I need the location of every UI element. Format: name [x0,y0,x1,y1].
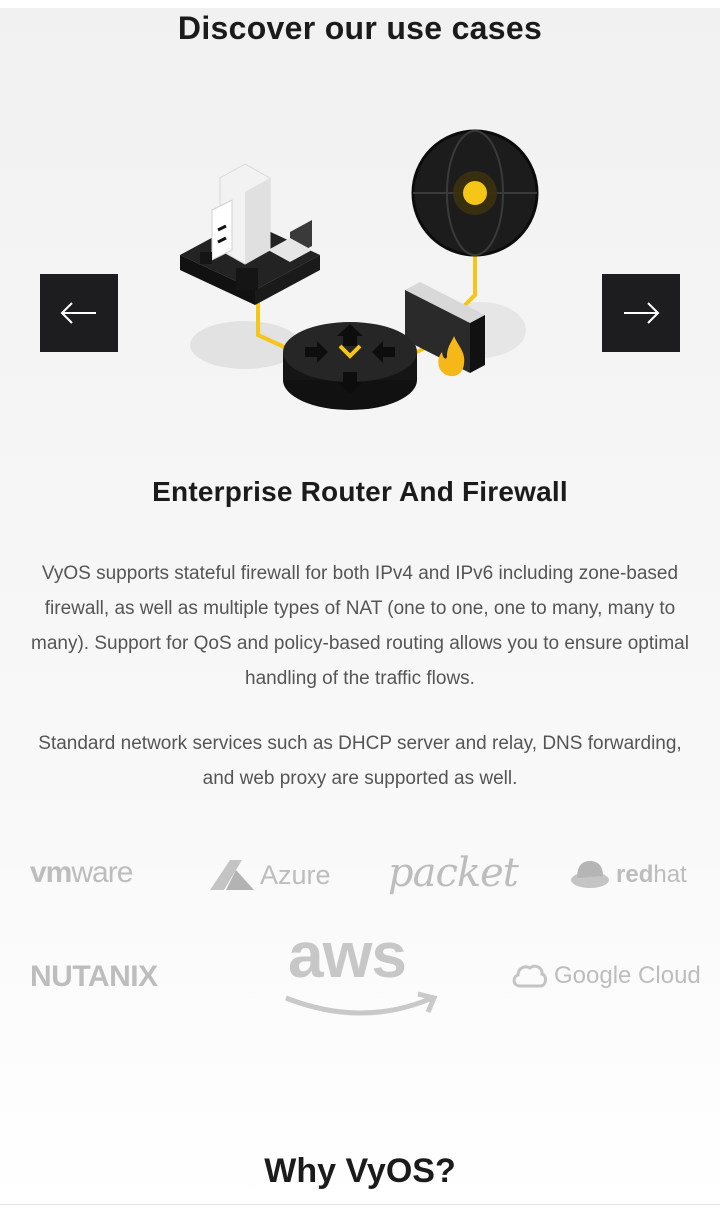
router-top [283,322,417,382]
office-box [200,252,212,264]
office-building-front [211,199,233,261]
azure-icon [210,860,254,890]
office-building-side [245,178,270,264]
office-platform-side [255,255,320,305]
google-cloud-icon [512,964,547,988]
building-window [217,224,227,232]
why-vyos-title: Why VyOS? [264,1152,456,1190]
vmware-logo-ware: ware [71,856,133,889]
cable [256,290,296,354]
firewall-top [405,282,485,323]
globe-core [463,181,487,205]
slide-title: Enterprise Router And Firewall [152,476,568,507]
nutanix-logo: NUTANIX [30,960,158,994]
slide-description-secondary: Standard network services such as DHCP s… [38,733,682,789]
bottom-divider [0,1204,720,1205]
azure-logo: Azure [210,858,331,892]
use-case-carousel [0,60,720,430]
slide-description: VyOS supports stateful firewall for both… [31,563,689,689]
router-arrow [337,372,363,394]
arrow-left-icon [60,302,96,324]
aws-logo-text: aws [288,919,407,991]
shadow [190,321,300,369]
office-platform-side [180,255,255,305]
packet-logo: packet [388,850,519,896]
laptop-base [268,238,312,262]
nutanix-logo-text: NUTANIX [30,960,158,993]
packet-logo-text: packet [388,850,519,896]
office-box [236,268,258,290]
carousel-prev-button[interactable] [40,274,118,352]
aws-smile-icon [285,991,438,1016]
azure-logo-text: Azure [260,859,331,890]
router-arrow [305,341,328,363]
aws-logo: aws [282,920,442,1030]
flame-icon [438,336,465,377]
redhat-logo-red: red [616,861,654,888]
redhat-icon [571,861,609,888]
router-firewall-illustration [180,129,539,410]
arrow-right-icon [624,302,660,324]
carousel-next-button[interactable] [602,274,680,352]
redhat-logo-hat: hat [653,861,687,888]
firewall-side [470,315,485,373]
section-title: Discover our use cases [177,10,543,46]
top-strip [0,0,720,8]
router-arrow [337,324,363,346]
building-window [217,236,227,244]
google-cloud-logo-text: Google Cloud [554,962,701,989]
router-arrow [372,341,395,363]
vyos-v-icon [338,344,362,359]
vmware-logo-vm: vm [30,856,72,889]
google-cloud-logo: Google Cloud [510,962,701,990]
